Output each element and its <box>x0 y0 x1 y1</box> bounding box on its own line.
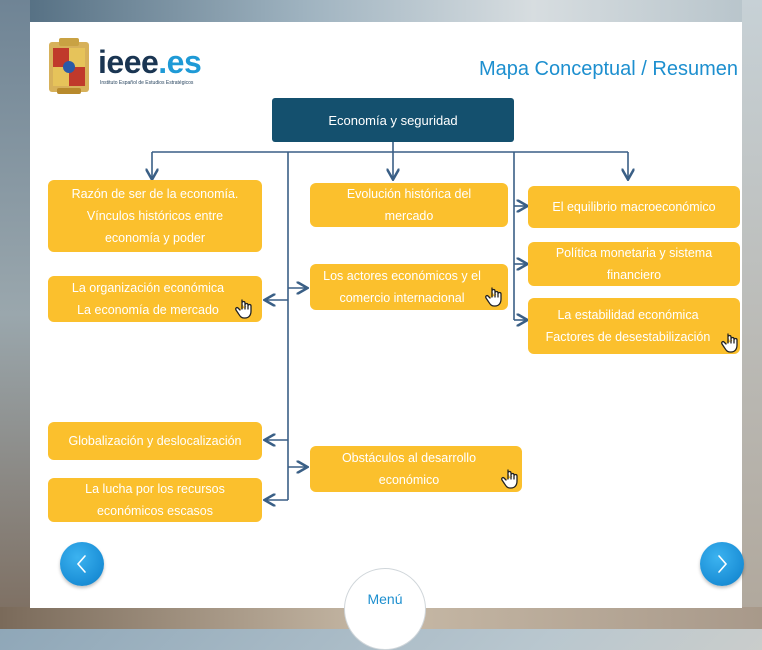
page-title: Mapa Conceptual / Resumen <box>478 58 738 80</box>
node-politica-line-1: Política monetaria y sistema <box>555 246 713 260</box>
logo-tld-text: .es <box>158 44 202 80</box>
node-estabilidad-line-1: La estabilidad económica <box>557 308 699 322</box>
hand-pointer-icon[interactable] <box>234 298 256 320</box>
hand-pointer-icon[interactable] <box>484 286 506 308</box>
node-obstaculos-line-1: Obstáculos al desarrollo <box>341 451 477 465</box>
logo-subtitle: Instituto Español de Estudios Estratégic… <box>100 80 194 86</box>
node-estabilidad-economica[interactable]: La estabilidad económica Factores de des… <box>528 298 740 354</box>
node-razon-de-ser: Razón de ser de la economía. Vínculos hi… <box>48 180 262 252</box>
node-actores-economicos[interactable]: Los actores económicos y el comercio int… <box>310 264 508 310</box>
logo-main-text: ieee <box>98 44 159 80</box>
node-organizacion-economica[interactable]: La organización económica La economía de… <box>48 276 262 322</box>
node-razon-line-2: Vínculos históricos entre <box>86 209 224 223</box>
node-equilibrio-label: El equilibrio macroeconómico <box>552 200 716 214</box>
node-razon-line-3: economía y poder <box>104 231 206 245</box>
previous-button[interactable] <box>60 542 104 586</box>
node-organizacion-line-1: La organización económica <box>71 281 225 295</box>
chevron-left-icon <box>76 555 86 573</box>
coat-of-arms-icon <box>49 38 89 94</box>
site-logo[interactable]: ieee.es <box>98 44 202 80</box>
node-obstaculos-desarrollo[interactable]: Obstáculos al desarrollo económico <box>310 446 522 492</box>
node-estabilidad-line-2: Factores de desestabilización <box>545 330 711 344</box>
node-evolucion-historica: Evolución histórica del mercado <box>310 183 508 227</box>
background-photo-top <box>0 0 762 22</box>
background-photo-left <box>0 0 30 629</box>
node-politica-monetaria: Política monetaria y sistema financiero <box>528 242 740 286</box>
node-evolucion-line-1: Evolución histórica del <box>346 187 472 201</box>
node-actores-line-1: Los actores económicos y el <box>323 269 481 283</box>
node-equilibrio-macroeconomico: El equilibrio macroeconómico <box>528 186 740 228</box>
node-razon-line-1: Razón de ser de la economía. <box>71 187 239 201</box>
root-node: Economía y seguridad <box>272 98 514 142</box>
chevron-right-icon <box>718 555 728 573</box>
node-organizacion-line-2: La economía de mercado <box>77 303 219 317</box>
menu-button-label: Menú <box>367 591 403 607</box>
node-evolucion-line-2: mercado <box>384 209 434 223</box>
node-lucha-line-1: La lucha por los recursos <box>85 482 225 496</box>
next-button[interactable] <box>700 542 744 586</box>
node-globalizacion-label: Globalización y deslocalización <box>68 434 242 448</box>
node-obstaculos-line-2: económico <box>378 473 440 487</box>
node-lucha-line-2: económicos escasos <box>96 504 214 518</box>
node-globalizacion: Globalización y deslocalización <box>48 422 262 460</box>
node-politica-line-2: financiero <box>606 268 662 282</box>
hand-pointer-icon[interactable] <box>720 332 742 354</box>
menu-button[interactable]: Menú <box>344 568 426 650</box>
background-photo-right <box>742 0 762 629</box>
hand-pointer-icon[interactable] <box>500 468 522 490</box>
node-actores-line-2: comercio internacional <box>339 291 465 305</box>
node-lucha-recursos: La lucha por los recursos económicos esc… <box>48 478 262 522</box>
